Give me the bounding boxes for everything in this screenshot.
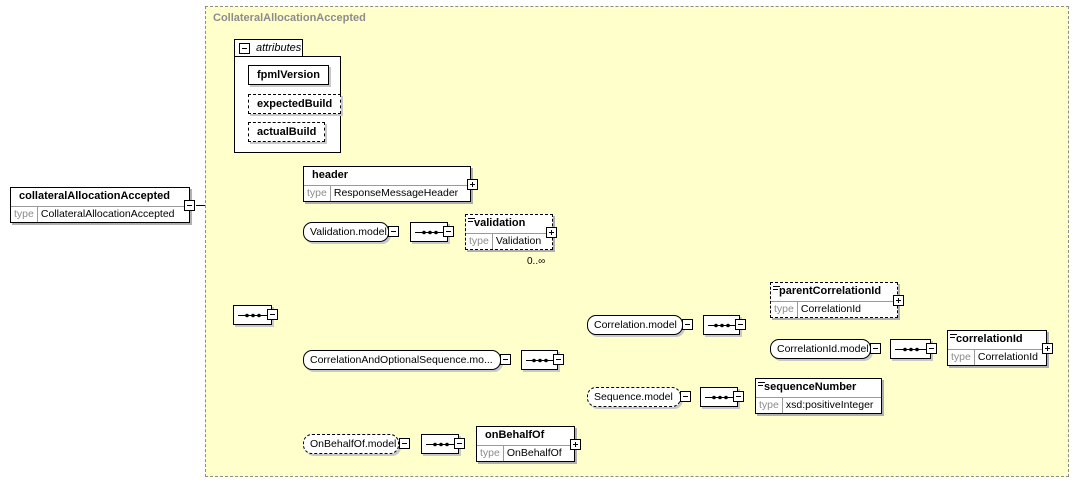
sequence-icon bbox=[526, 358, 554, 363]
collapse-on-behalf-of-sequence-icon[interactable] bbox=[454, 438, 465, 449]
documentation-icon bbox=[468, 217, 476, 225]
sequence-icon bbox=[415, 230, 444, 235]
validation-model-group[interactable]: Validation.model bbox=[303, 222, 389, 242]
documentation-icon bbox=[950, 333, 958, 341]
sequence-model-group[interactable]: Sequence.model bbox=[587, 387, 681, 407]
type-key: type bbox=[771, 302, 798, 317]
type-key: type bbox=[466, 234, 493, 249]
expand-header-icon[interactable] bbox=[467, 179, 478, 190]
parent-correlation-id-name: parentCorrelationId bbox=[779, 285, 882, 297]
collapse-correlation-and-optional-sequence-icon[interactable] bbox=[500, 354, 511, 365]
on-behalf-of-element[interactable]: onBehalfOf type OnBehalfOf bbox=[476, 426, 575, 462]
expand-on-behalf-of-icon[interactable] bbox=[570, 439, 581, 450]
documentation-icon bbox=[773, 285, 781, 293]
collapse-correlation-id-model-icon[interactable] bbox=[870, 343, 881, 354]
collapse-main-sequence-icon[interactable] bbox=[267, 309, 278, 320]
validation-element[interactable]: validation type Validation bbox=[465, 214, 553, 250]
root-element-type-row: type CollateralAllocationAccepted bbox=[11, 206, 189, 222]
correlation-id-model-group[interactable]: CorrelationId.model bbox=[770, 339, 871, 359]
root-element-name: collateralAllocationAccepted bbox=[19, 190, 170, 202]
expand-validation-icon[interactable] bbox=[546, 227, 557, 238]
validation-occurrence: 0..∞ bbox=[527, 256, 546, 267]
collapse-validation-sequence-icon[interactable] bbox=[443, 226, 454, 237]
type-key: type bbox=[948, 350, 975, 365]
complex-type-title: CollateralAllocationAccepted bbox=[213, 12, 366, 24]
header-type-row: type ResponseMessageHeader bbox=[304, 185, 470, 201]
collapse-root-icon[interactable] bbox=[184, 200, 195, 211]
root-element-type: CollateralAllocationAccepted bbox=[40, 208, 175, 220]
on-behalf-of-type-row: type OnBehalfOf bbox=[477, 445, 574, 461]
validation-type: Validation bbox=[495, 235, 542, 247]
collapse-correlation-model-icon[interactable] bbox=[682, 319, 693, 330]
sequence-icon bbox=[708, 323, 736, 328]
header-type: ResponseMessageHeader bbox=[333, 187, 459, 199]
main-sequence-compositor bbox=[233, 305, 272, 325]
correlation-model-group[interactable]: Correlation.model bbox=[587, 315, 683, 335]
documentation-icon bbox=[758, 381, 766, 389]
type-key: type bbox=[756, 398, 783, 413]
correlation-id-element[interactable]: correlationId type CorrelationId bbox=[947, 330, 1047, 366]
sequence-icon bbox=[238, 313, 268, 318]
header-element[interactable]: header type ResponseMessageHeader bbox=[303, 166, 471, 202]
sequence-number-name: sequenceNumber bbox=[764, 381, 857, 393]
collapse-validation-model-icon[interactable] bbox=[388, 226, 399, 237]
validation-element-name: validation bbox=[474, 217, 526, 229]
on-behalf-of-model-group[interactable]: OnBehalfOf.model bbox=[303, 434, 399, 454]
attribute-fpmlversion[interactable]: fpmlVersion bbox=[248, 65, 329, 85]
correlation-id-name: correlationId bbox=[956, 333, 1023, 345]
attributes-label: attributes bbox=[256, 42, 302, 54]
collapse-on-behalf-of-model-icon[interactable] bbox=[399, 438, 410, 449]
parent-correlation-id-element[interactable]: parentCorrelationId type CorrelationId bbox=[770, 282, 898, 318]
parent-correlation-id-type: CorrelationId bbox=[800, 303, 861, 315]
correlation-id-type: CorrelationId bbox=[977, 351, 1038, 363]
attributes-tab[interactable]: attributes bbox=[234, 39, 303, 56]
header-element-name: header bbox=[312, 169, 349, 181]
collapse-correlation-model-sequence-icon[interactable] bbox=[735, 319, 746, 330]
sequence-icon bbox=[426, 442, 455, 447]
sequence-icon bbox=[705, 395, 734, 400]
sequence-number-type-row: type xsd:positiveInteger bbox=[756, 397, 881, 413]
sequence-number-type: xsd:positiveInteger bbox=[785, 399, 874, 411]
on-behalf-of-name: onBehalfOf bbox=[485, 429, 545, 441]
type-key: type bbox=[11, 207, 38, 222]
correlation-sequence-compositor bbox=[521, 350, 558, 370]
type-key: type bbox=[477, 446, 504, 461]
correlation-id-sequence-compositor bbox=[890, 339, 931, 359]
validation-sequence-compositor bbox=[410, 222, 448, 242]
validation-type-row: type Validation bbox=[466, 233, 552, 249]
attribute-expectedbuild[interactable]: expectedBuild bbox=[248, 94, 342, 114]
type-key: type bbox=[304, 186, 331, 201]
expand-correlation-id-icon[interactable] bbox=[1042, 343, 1053, 354]
collapse-correlation-sequence-icon[interactable] bbox=[553, 354, 564, 365]
collapse-sequence-model-sequence-icon[interactable] bbox=[733, 391, 744, 402]
collapse-correlation-id-sequence-icon[interactable] bbox=[926, 343, 937, 354]
parent-correlation-id-type-row: type CorrelationId bbox=[771, 301, 897, 317]
correlation-and-optional-sequence-group[interactable]: CorrelationAndOptionalSequence.mo... bbox=[303, 350, 501, 370]
root-element[interactable]: collateralAllocationAccepted type Collat… bbox=[10, 187, 190, 223]
collapse-sequence-model-icon[interactable] bbox=[680, 391, 691, 402]
sequence-number-element[interactable]: sequenceNumber type xsd:positiveInteger bbox=[755, 378, 882, 414]
correlation-id-type-row: type CorrelationId bbox=[948, 349, 1046, 365]
on-behalf-of-type: OnBehalfOf bbox=[506, 447, 562, 459]
collapse-attributes-icon[interactable] bbox=[239, 43, 250, 54]
sequence-icon bbox=[895, 347, 927, 352]
expand-parent-correlation-id-icon[interactable] bbox=[893, 295, 904, 306]
attribute-actualbuild[interactable]: actualBuild bbox=[248, 122, 326, 142]
